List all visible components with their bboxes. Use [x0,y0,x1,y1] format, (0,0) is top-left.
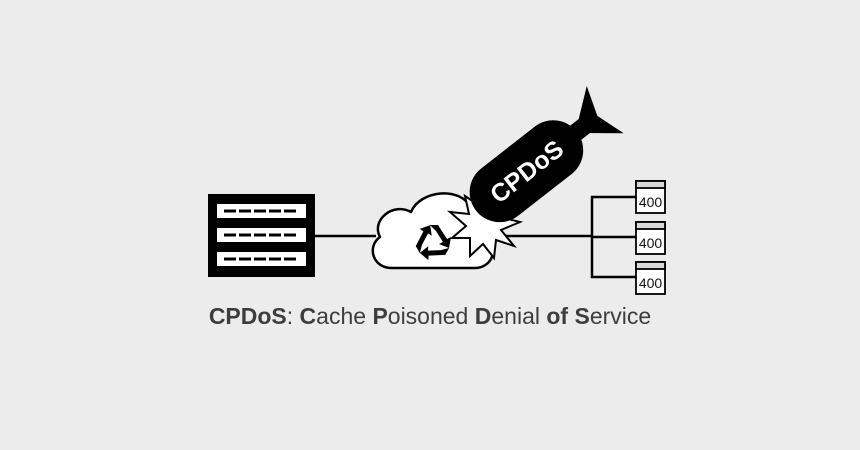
client-status-code: 400 [639,275,663,291]
diagram-caption: CPDoS: Cache Poisoned Denial of Service [0,303,860,330]
bomb-icon: CPDoS [469,86,624,223]
caption-abbr: CPDoS [208,303,287,329]
client-status-code: 400 [639,235,663,251]
caption-c: C [299,303,317,329]
caption-ache: ache [316,303,367,329]
client-status-code: 400 [639,194,663,210]
caption-s: S [574,303,590,329]
caption-sep: : [286,303,300,329]
server-icon [208,194,315,277]
browser-window-icon [635,261,666,295]
caption-d: D [474,303,492,329]
browser-window-icon [635,180,666,214]
client-window-3: 400 [635,261,666,295]
client-window-1: 400 [635,180,666,214]
browser-window-icon [635,221,666,255]
caption-enial: enial [491,303,540,329]
client-window-2: 400 [635,221,666,255]
recycle-icon [415,225,451,261]
caption-of: of [546,303,569,329]
caption-ervice: ervice [589,303,652,329]
caption-oisoned: oisoned [387,303,469,329]
caption-p: P [372,303,388,329]
